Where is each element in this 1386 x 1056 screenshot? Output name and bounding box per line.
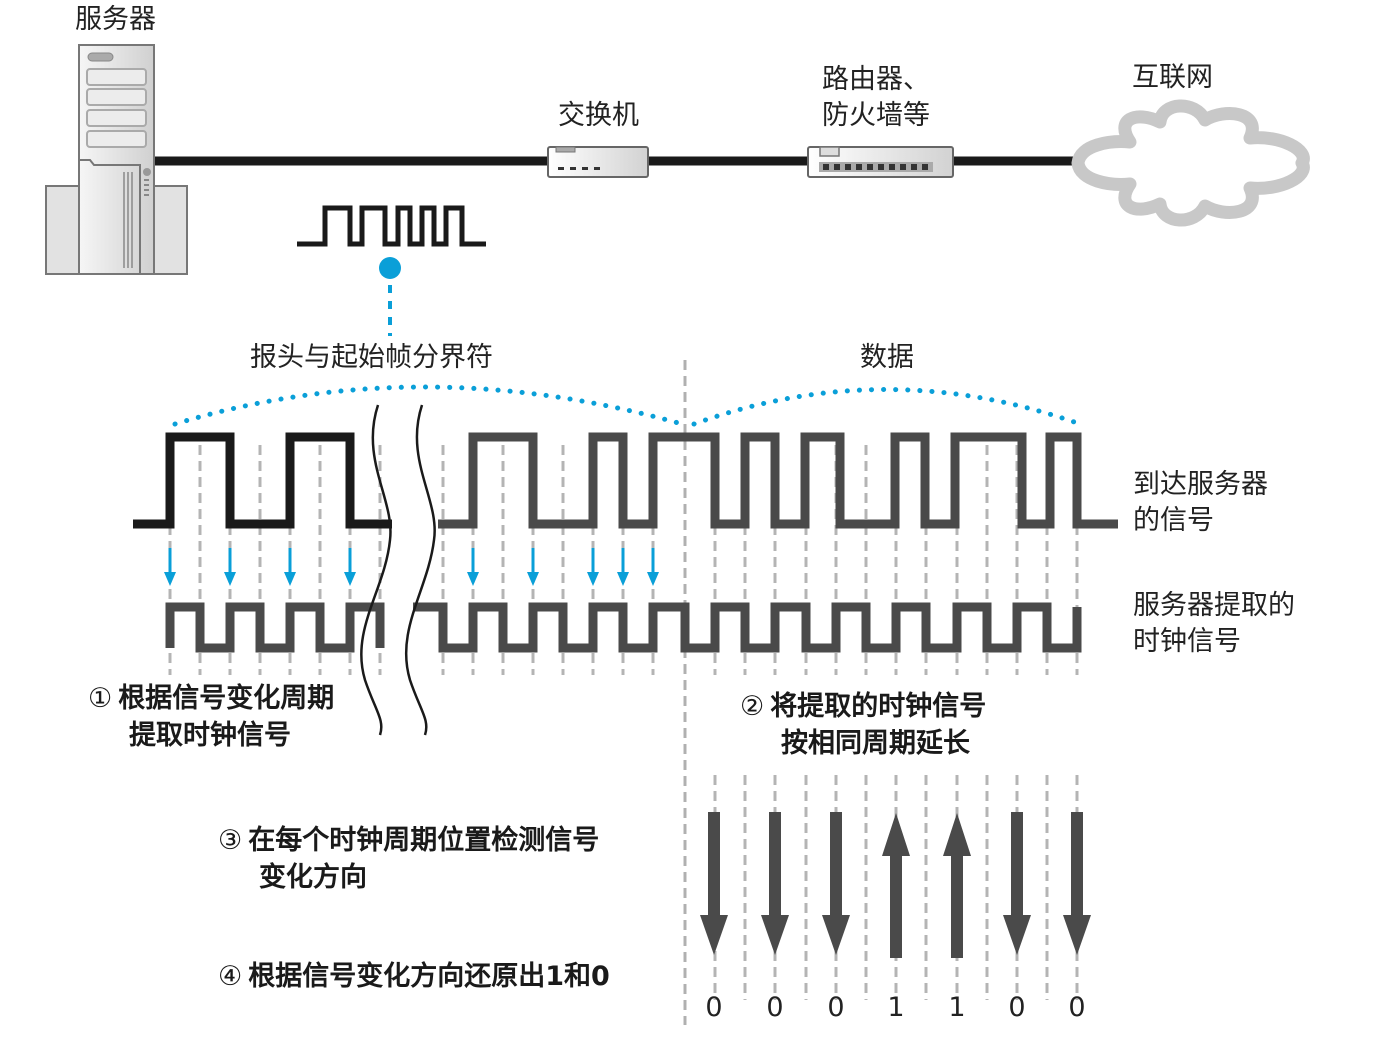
router-port <box>922 164 928 170</box>
sample-arrow <box>587 548 599 586</box>
direction-arrows <box>700 812 1091 958</box>
step-3-number: ③ <box>218 825 243 856</box>
sample-arrow <box>284 548 296 586</box>
clock-extraction-arrows <box>164 548 659 586</box>
sample-arrow <box>344 548 356 586</box>
break-mark-right <box>404 404 436 736</box>
arrow-down-icon <box>822 812 850 955</box>
router-port <box>878 164 884 170</box>
extracted-clock-signal <box>165 602 1082 653</box>
step-4-number: ④ <box>218 961 243 992</box>
step-3-line2: 变化方向 <box>259 862 367 893</box>
router-port <box>856 164 862 170</box>
sample-arrow <box>467 548 479 586</box>
received-signal-preamble <box>133 432 392 529</box>
preamble-label: 报头与起始帧分界符 <box>250 342 493 373</box>
step-3-line1: 在每个时钟周期位置检测信号 <box>248 825 600 856</box>
decoded-bit: 1 <box>948 992 966 1023</box>
step-2-line1: 将提取的时钟信号 <box>770 691 987 722</box>
received-signal-label-line2: 的信号 <box>1133 505 1214 536</box>
break-mark-left <box>360 404 392 736</box>
decoded-bit: 1 <box>887 992 905 1023</box>
step-2-line2: 按相同周期延长 <box>781 728 970 759</box>
step-1-line2: 提取时钟信号 <box>129 720 291 751</box>
router-port <box>823 164 829 170</box>
received-signal-data <box>438 432 1118 529</box>
decoded-bit: 0 <box>705 992 723 1023</box>
clock-signal-label-line2: 时钟信号 <box>1133 626 1241 657</box>
decoded-bit: 0 <box>1068 992 1086 1023</box>
switch-label: 交换机 <box>558 100 639 131</box>
data-brace <box>691 387 1083 427</box>
arrow-down-icon <box>1003 812 1031 955</box>
router-port <box>911 164 917 170</box>
preamble-brace <box>172 384 685 427</box>
arrow-down-icon <box>700 812 728 955</box>
router-port <box>834 164 840 170</box>
arrow-down-icon <box>1063 812 1091 955</box>
sample-arrow <box>224 548 236 586</box>
small-signal-waveform <box>297 205 486 247</box>
received-signal-label-line1: 到达服务器 <box>1133 469 1268 500</box>
router-label-line1: 路由器、 <box>822 64 930 95</box>
step-4-line1: 根据信号变化方向还原出1和0 <box>248 961 610 992</box>
step-1-line1: 根据信号变化周期 <box>118 683 335 714</box>
router-label-line2: 防火墙等 <box>822 100 930 131</box>
decoded-bit: 0 <box>827 992 845 1023</box>
router-port <box>889 164 895 170</box>
decoded-bit: 0 <box>766 992 784 1023</box>
server-label: 服务器 <box>75 4 156 35</box>
internet-label: 互联网 <box>1132 62 1213 93</box>
router-port <box>900 164 906 170</box>
data-label: 数据 <box>860 342 914 373</box>
router-port <box>867 164 873 170</box>
decoded-bit: 0 <box>1008 992 1026 1023</box>
internet-cloud-icon <box>1071 99 1310 227</box>
arrow-up-icon <box>882 813 910 958</box>
server-icon <box>45 44 188 275</box>
arrow-up-icon <box>943 813 971 958</box>
router-firewall-icon <box>807 146 954 178</box>
clock-signal-label-line1: 服务器提取的 <box>1133 590 1295 621</box>
sample-arrow <box>647 548 659 586</box>
tap-point-dot <box>379 257 401 279</box>
step-2-number: ② <box>740 691 765 722</box>
arrow-down-icon <box>761 812 789 955</box>
sample-arrow <box>617 548 629 586</box>
router-port <box>845 164 851 170</box>
switch-icon <box>547 146 649 178</box>
step-1-number: ① <box>88 683 113 714</box>
sample-arrow <box>527 548 539 586</box>
sample-arrow <box>164 548 176 586</box>
